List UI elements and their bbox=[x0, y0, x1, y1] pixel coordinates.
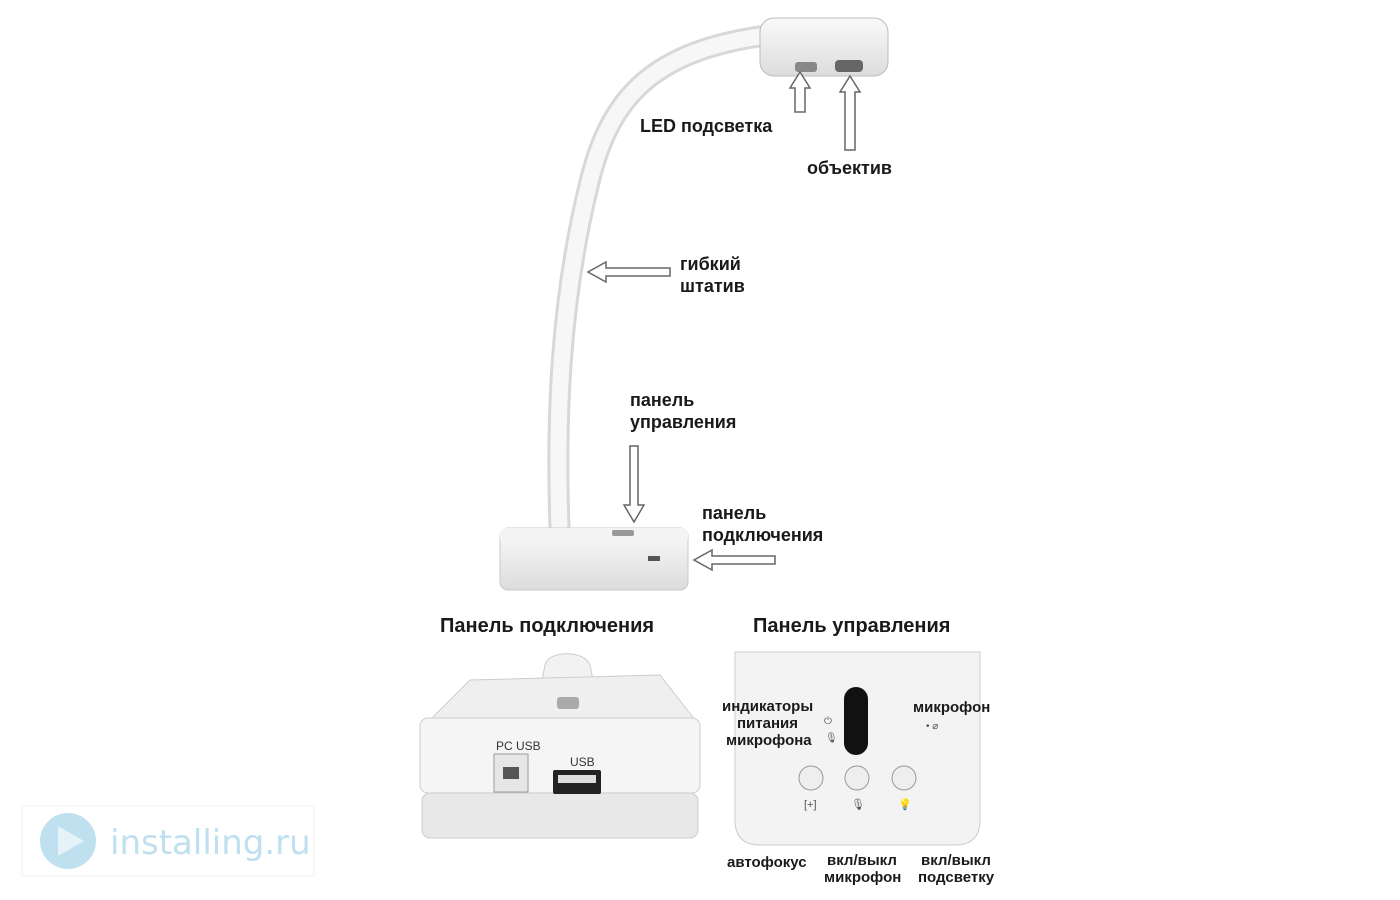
label-control-2: управления bbox=[630, 412, 736, 432]
base bbox=[499, 527, 689, 591]
label-control-1: панель bbox=[630, 390, 694, 410]
control-panel-image: [+] 🎙 💡 ⏻ 🎙 • ⌀ bbox=[734, 651, 981, 846]
lightbulb-icon: 💡 bbox=[898, 798, 912, 811]
label-mic-toggle-2: микрофон bbox=[824, 869, 901, 886]
port-label-usb: USB bbox=[570, 755, 595, 769]
callout-arrows bbox=[586, 70, 862, 572]
label-connect-2: подключения bbox=[702, 525, 823, 545]
indicator-window bbox=[844, 687, 868, 755]
label-autofocus: автофокус bbox=[727, 854, 807, 871]
label-mic-toggle-1: вкл/выкл bbox=[827, 852, 897, 869]
control-panel-title: Панель управления bbox=[753, 615, 950, 637]
connection-panel-title: Панель подключения bbox=[440, 615, 654, 637]
watermark: installing.ru bbox=[21, 805, 315, 877]
camera-head bbox=[759, 17, 889, 77]
lens bbox=[835, 60, 863, 72]
mic-hole-icon: • ⌀ bbox=[926, 721, 938, 732]
power-icon: ⏻ bbox=[824, 716, 832, 727]
led-light bbox=[795, 62, 817, 72]
label-indicators-1: индикаторы bbox=[722, 698, 813, 715]
mic-toggle-button bbox=[844, 765, 870, 791]
label-indicators-2: питания bbox=[737, 715, 798, 732]
connection-panel-image: PC USB USB bbox=[419, 653, 701, 839]
label-light-toggle-2: подсветку bbox=[918, 869, 995, 886]
flexible-stand bbox=[547, 24, 781, 551]
label-stand-2: штатив bbox=[680, 276, 745, 296]
light-toggle-button bbox=[891, 765, 917, 791]
label-lens: объектив bbox=[807, 158, 892, 178]
label-microphone: микрофон bbox=[913, 699, 990, 716]
label-light-toggle-1: вкл/выкл bbox=[921, 852, 991, 869]
autofocus-button bbox=[798, 765, 824, 791]
autofocus-icon: [+] bbox=[804, 799, 817, 811]
watermark-text: installing.ru bbox=[110, 823, 311, 863]
mic-indicator-icon: 🎙 bbox=[825, 732, 838, 744]
label-led: LED подсветка bbox=[640, 116, 773, 136]
label-indicators-3: микрофона bbox=[726, 732, 812, 749]
label-connect-1: панель bbox=[702, 503, 766, 523]
label-stand-1: гибкий bbox=[680, 254, 741, 274]
port-label-pc-usb: PC USB bbox=[496, 739, 541, 753]
microphone-icon: 🎙 bbox=[851, 798, 865, 811]
